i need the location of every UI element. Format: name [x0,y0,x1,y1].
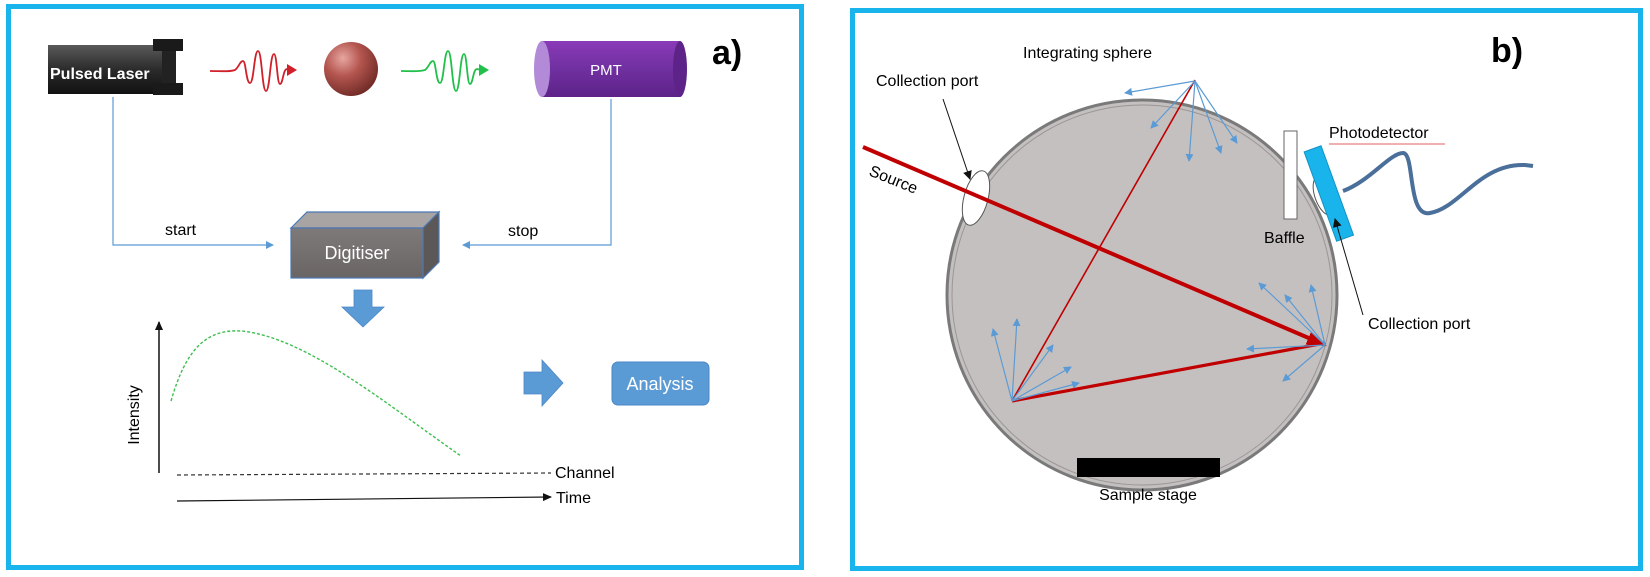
scatter-arrows-right [1246,282,1326,382]
collection-port-left-pointer [942,98,972,180]
time-axis [176,493,552,502]
stop-signal-line [462,99,612,249]
panel-b-integrating-sphere-diagram: b) [850,8,1643,571]
analysis-label: Analysis [626,374,693,394]
emission-pulse-icon [400,50,489,92]
reflected-beam-thin [1011,79,1196,402]
time-label: Time [556,490,591,507]
channel-label: Channel [555,465,615,482]
sample-stage [1077,458,1220,477]
pmt-label: PMT [590,62,622,79]
sample-sphere-icon [324,42,378,96]
integrating-sphere [945,98,1339,492]
sample-stage-label: Sample stage [1099,487,1197,504]
panel-a-label: a) [712,34,742,72]
start-label: start [165,222,197,239]
start-signal-line [112,97,274,249]
decay-curve [170,330,462,457]
scatter-arrows-bottom-left [990,318,1080,402]
source-beam [862,145,1327,347]
panel-b-label: b) [1491,32,1523,70]
integrating-sphere-inner-wall [951,104,1333,486]
collection-port-right-label: Collection port [1368,316,1471,333]
integrating-sphere-label: Integrating sphere [1023,45,1152,62]
stop-label: stop [508,223,538,240]
detector-cable [1342,150,1534,216]
digitiser-label: Digitiser [324,243,389,263]
collection-port-right-pointer [1332,218,1364,316]
pulsed-laser-label: Pulsed Laser [50,66,150,83]
y-axis-label: Intensity [126,385,143,445]
analysis-box: Analysis [611,361,710,406]
photodetector [1303,145,1355,242]
right-arrow-icon [523,358,564,408]
laser-pulse-icon [209,50,297,92]
pulsed-laser: Pulsed Laser [48,39,183,95]
down-arrow-icon [341,289,385,328]
collection-port-top-label: Collection port [876,73,979,90]
photodetector-label: Photodetector [1329,125,1429,142]
pmt-detector: PMT [534,41,687,97]
channel-line [176,472,552,476]
scatter-arrows-top [1124,80,1238,162]
baffle-label: Baffle [1264,230,1305,247]
baffle [1283,130,1298,220]
panel-a-canvas: a) Pulsed Laser PMT [48,34,742,507]
panel-a-tcspc-diagram: a) Pulsed Laser PMT [6,4,804,570]
panel-b-canvas: b) [862,32,1534,504]
digitiser-box: Digitiser [289,210,441,280]
reflected-beam-thick [1011,341,1326,403]
